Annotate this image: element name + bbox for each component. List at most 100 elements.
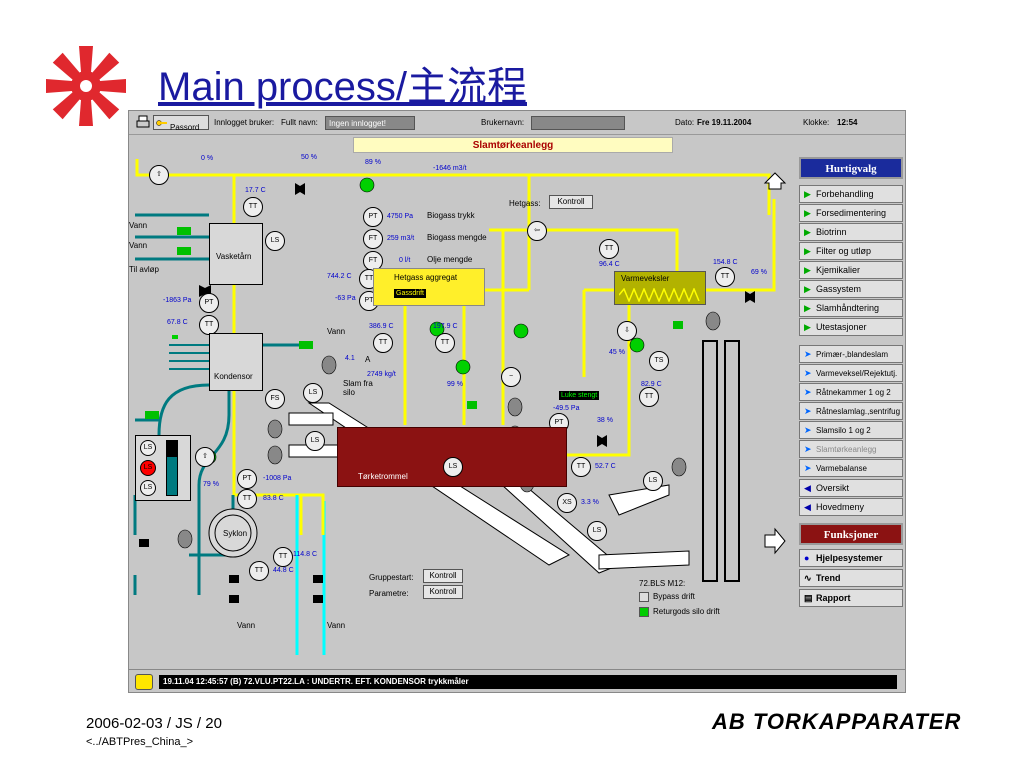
tt-154[interactable]: TT bbox=[715, 267, 735, 287]
heat-exchanger[interactable]: Varmeveksler bbox=[614, 271, 706, 305]
pct-99: 99 % bbox=[447, 381, 463, 388]
hjelp-label: Hjelpesystemer bbox=[816, 553, 883, 563]
arrow-right-icon: ➤ bbox=[804, 387, 812, 397]
rotary-dryer[interactable]: Tørketrommel bbox=[337, 427, 567, 487]
menu-item-blue[interactable]: ➤Varmebalanse bbox=[799, 459, 903, 477]
tt-top[interactable]: TT bbox=[243, 197, 263, 217]
pt-left-value: -1863 Pa bbox=[163, 297, 192, 304]
pt-biogas[interactable]: PT bbox=[363, 207, 383, 227]
tt-syklon[interactable]: TT bbox=[237, 489, 257, 509]
menu-item-blue[interactable]: ➤Råtnekammer 1 og 2 bbox=[799, 383, 903, 401]
pt-syklon[interactable]: PT bbox=[237, 469, 257, 489]
temp-527: 52.7 C bbox=[595, 463, 616, 470]
fan-hetgass[interactable]: ⇦ bbox=[527, 221, 547, 241]
menu-item-green[interactable]: ▶Forbehandling bbox=[799, 185, 903, 203]
gruppestart-kontroll-button[interactable]: Kontroll bbox=[423, 569, 463, 583]
ts-vv[interactable]: TS bbox=[649, 351, 669, 371]
menu-hjelp[interactable]: ●Hjelpesystemer bbox=[799, 549, 903, 567]
brand-name: AB TORKAPPARATER bbox=[712, 709, 962, 734]
tt-197[interactable]: TT bbox=[435, 333, 455, 353]
pt-value: 4750 Pa bbox=[387, 213, 414, 220]
scada-window: Passord Innlogget bruker: Fullt navn: In… bbox=[128, 110, 906, 693]
menu-item-green[interactable]: ▶Forsedimentering bbox=[799, 204, 903, 222]
menu-item-green[interactable]: ▶Biotrinn bbox=[799, 223, 903, 241]
funksjoner-header: Funksjoner bbox=[799, 523, 903, 545]
tt-vv[interactable]: TT bbox=[599, 239, 619, 259]
menu-oversikt[interactable]: ◀Oversikt bbox=[799, 479, 903, 497]
hotgas-unit[interactable]: Hetgass aggregat Gassdrift bbox=[373, 268, 485, 306]
menu-rapport[interactable]: ▤Rapport bbox=[799, 589, 903, 607]
ls-gauge-1[interactable]: LS bbox=[140, 440, 156, 456]
returgods-checkbox[interactable] bbox=[639, 607, 649, 617]
temp-154: 154.8 C bbox=[713, 259, 738, 266]
mixer-icon[interactable]: − bbox=[501, 367, 521, 387]
xs-sensor[interactable]: XS bbox=[557, 493, 577, 513]
menu-item-blue[interactable]: ➤Råtneslamlag.,sentrifug bbox=[799, 402, 903, 420]
date-value: Fre 19.11.2004 bbox=[697, 118, 752, 127]
footer-path: <../ABTPres_China_> bbox=[86, 736, 194, 748]
menu-item-green[interactable]: ▶Utestasjoner bbox=[799, 318, 903, 336]
password-button[interactable]: Passord bbox=[153, 115, 209, 132]
valve-69: 69 % bbox=[751, 269, 767, 276]
company-logo-icon bbox=[46, 46, 126, 126]
clock-value: 12:54 bbox=[837, 118, 858, 127]
menu-item-green[interactable]: ▶Filter og utløp bbox=[799, 242, 903, 260]
hurtigvalg-header: Hurtigvalg bbox=[799, 157, 903, 179]
printer-icon[interactable] bbox=[135, 115, 151, 130]
tt-left[interactable]: TT bbox=[199, 315, 219, 335]
menu-item-label: Slamsilo 1 og 2 bbox=[816, 426, 871, 435]
hetgass-kontroll-button[interactable]: Kontroll bbox=[549, 195, 593, 209]
ft1-label: Biogass mengde bbox=[427, 233, 487, 242]
tt-829[interactable]: TT bbox=[639, 387, 659, 407]
menu-item-green[interactable]: ▶Gassystem bbox=[799, 280, 903, 298]
ls-gauge-2[interactable]: LS bbox=[140, 460, 156, 476]
bls-title: 72.BLS M12: bbox=[639, 579, 686, 588]
menu-item-green[interactable]: ▶Kjemikalier bbox=[799, 261, 903, 279]
tt-448[interactable]: TT bbox=[249, 561, 269, 581]
oversikt-label: Oversikt bbox=[816, 483, 850, 493]
flow-value: -1646 m3/t bbox=[433, 165, 467, 172]
ls-dryer[interactable]: LS bbox=[443, 457, 463, 477]
tt-386-value: 386.9 C bbox=[369, 323, 394, 330]
menu-trend[interactable]: ∿Trend bbox=[799, 569, 903, 587]
tt-1148[interactable]: TT bbox=[273, 547, 293, 567]
menu-item-green[interactable]: ▶Slamhåndtering bbox=[799, 299, 903, 317]
trend-label: Trend bbox=[816, 573, 841, 583]
ls-conveyor[interactable]: LS bbox=[643, 471, 663, 491]
tt-386[interactable]: TT bbox=[373, 333, 393, 353]
ls-bottom[interactable]: LS bbox=[587, 521, 607, 541]
ls-feed[interactable]: LS bbox=[305, 431, 325, 451]
menu-item-blue[interactable]: ➤Slamtørkeanlegg bbox=[799, 440, 903, 458]
menu-item-blue[interactable]: ➤Varmeveksel/Rejektutj. bbox=[799, 364, 903, 382]
condenser[interactable]: Kondensor bbox=[209, 333, 263, 391]
parametre-label: Parametre: bbox=[369, 589, 409, 598]
menu-item-blue[interactable]: ➤Primær-,blandeslam bbox=[799, 345, 903, 363]
menu-hovedmeny[interactable]: ◀Hovedmeny bbox=[799, 498, 903, 516]
alarm-icon[interactable] bbox=[135, 674, 153, 690]
fan-syklon[interactable]: ⇧ bbox=[195, 447, 215, 467]
ft2-value: 0 l/t bbox=[399, 257, 411, 264]
status-message: 19.11.04 12:45:57 (B) 72.VLU.PT22.LA : U… bbox=[159, 675, 897, 689]
ls-gauge-3[interactable]: LS bbox=[140, 480, 156, 496]
arrow-right-icon: ▶ bbox=[804, 246, 811, 256]
pa-1008: -1008 Pa bbox=[263, 475, 292, 482]
menu-item-blue[interactable]: ➤Slamsilo 1 og 2 bbox=[799, 421, 903, 439]
wash-tower[interactable]: Vasketårn bbox=[209, 223, 263, 285]
fan-vv[interactable]: ⇩ bbox=[617, 321, 637, 341]
ft-biogas[interactable]: FT bbox=[363, 229, 383, 249]
unit-a: A bbox=[365, 355, 371, 364]
ls-tower[interactable]: LS bbox=[265, 231, 285, 251]
ls-silo[interactable]: LS bbox=[303, 383, 323, 403]
tt-527[interactable]: TT bbox=[571, 457, 591, 477]
arrow-right-icon: ➤ bbox=[804, 463, 812, 473]
bypass-checkbox[interactable] bbox=[639, 592, 649, 602]
parametre-kontroll-button[interactable]: Kontroll bbox=[423, 585, 463, 599]
ft1-value: 259 m3/t bbox=[387, 235, 415, 242]
fs-dryer[interactable]: FS bbox=[265, 389, 285, 409]
pt-left[interactable]: PT bbox=[199, 293, 219, 313]
menu-item-label: Primær-,blandeslam bbox=[816, 350, 889, 359]
temp-448: 44.8 C bbox=[273, 567, 294, 574]
pump-icon[interactable]: ⇧ bbox=[149, 165, 169, 185]
menu-item-label: Forbehandling bbox=[816, 189, 874, 199]
